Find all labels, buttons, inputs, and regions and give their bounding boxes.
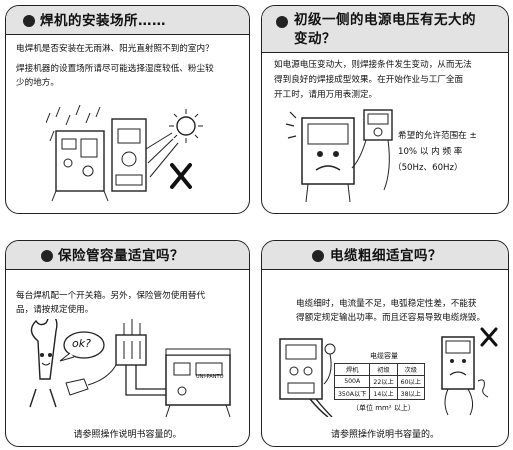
panel-text-line: 每台焊机配一个开关箱。另外，保险管勿使用替代 <box>16 291 206 301</box>
panel-text-line: 焊接机器的设置场所请尽可能选择湿度较低、粉尘较 <box>16 64 214 74</box>
panel-header <box>262 241 508 270</box>
table-cell: 60以上 <box>396 375 425 388</box>
panel-header <box>6 6 249 35</box>
cable-table-unit: （单位 mm² 以上） <box>352 404 415 412</box>
speech-bubble-text: ok? <box>72 337 91 350</box>
panel-text-line: 电焊机是否安装在无雨淋、阳光直射照不到的室内？ <box>16 44 214 54</box>
panel-text-line: 得额定规定输出功率。而且还容易导致电缆烧毁。 <box>296 313 486 323</box>
panel-footer: 请参照操作说明书容量的。 <box>73 430 182 440</box>
panel-text-line: 得到良好的焊接成型效果。在开始作业与工厂全面 <box>274 75 464 85</box>
bullet-icon <box>23 15 35 27</box>
panel-cable-size: 电缆粗细适宜吗？ 电缆细时，电流量不足，电弧稳定性差，不能获 得额定规定输出功率… <box>261 240 509 447</box>
welder-label: UNI-PANTO <box>196 374 224 380</box>
cable-table-title: 电缆容量 <box>370 352 398 360</box>
panel-installation-site: 焊机的安装场所…… 电焊机是否安装在无雨淋、阳光直射照不到的室内？ 焊接机器的设… <box>5 5 250 214</box>
table-row: 500A 22以上 60以上 <box>333 375 425 388</box>
table-row: 350A以下 14以上 38以上 <box>333 387 425 400</box>
panel-text-line: 品，请按规定使用。 <box>16 305 94 315</box>
panel-title: 电缆粗细适宜吗？ <box>330 248 442 264</box>
panel-title-line: 变动？ <box>294 31 336 47</box>
panel-header <box>262 6 508 53</box>
table-header-cell: 初级 <box>369 363 398 376</box>
table-cell: 38以上 <box>396 387 425 400</box>
table-header-row: 焊机 初级 次级 <box>333 363 425 376</box>
table-cell: 500A <box>333 375 371 388</box>
panel-title: 焊机的安装场所…… <box>40 13 166 29</box>
table-cell: 22以上 <box>369 375 398 388</box>
cable-capacity-table: 焊机 初级 次级 500A 22以上 60以上 350A以下 14以上 38以上 <box>333 363 425 400</box>
panel-footer: 请参照操作说明书容量的。 <box>330 430 439 440</box>
panel-supply-voltage: 初级一侧的电源电压有无大的 变动？ 如电源电压变动大，则焊接条件发生变动，从而无… <box>261 5 509 214</box>
panel-title-line: 初级一侧的电源电压有无大的 <box>294 12 476 28</box>
panel-text-line: 少的地方。 <box>16 78 59 88</box>
table-cell: 350A以下 <box>333 387 371 400</box>
cable-welder-illustration <box>279 327 498 417</box>
table-cell: 14以上 <box>369 387 398 400</box>
welder-in-sun-rain-illustration <box>46 104 203 202</box>
panel-fuse-capacity: 保险管容量适宜吗？ 每台焊机配一个开关箱。另外，保险管勿使用替代 品，请按规定使… <box>5 240 250 447</box>
bullet-icon <box>312 250 324 262</box>
bullet-icon <box>41 250 53 262</box>
tolerance-note-line: 希望的允许范围在 ± <box>398 131 477 141</box>
bullet-icon <box>276 16 288 28</box>
worried-welder-with-multimeter-illustration <box>285 109 393 203</box>
fuse-box-and-welder-illustration <box>29 319 231 418</box>
tolerance-note-line: 10% 以 内 频 率 <box>398 147 463 157</box>
panel-text-line: 开工时，请用万用表测定。 <box>274 90 378 100</box>
panel-text-line: 如电源电压变动大，则焊接条件发生变动，从而无法 <box>274 60 472 70</box>
panel-title: 保险管容量适宜吗？ <box>58 248 184 264</box>
tolerance-note-line: （50Hz、60Hz） <box>393 163 463 173</box>
table-header-cell: 焊机 <box>333 363 371 376</box>
table-header-cell: 次级 <box>396 363 425 376</box>
panel-text-line: 电缆细时，电流量不足，电弧稳定性差，不能获 <box>296 299 477 309</box>
